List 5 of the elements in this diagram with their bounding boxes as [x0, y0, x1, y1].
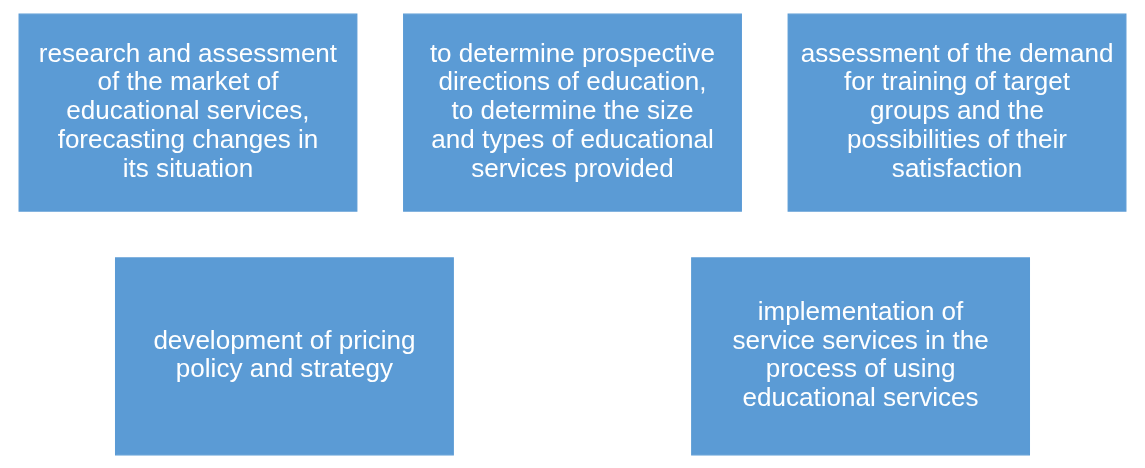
node-box: research and assessment of the market of educational services, forecasting changes in its situation: [18, 13, 358, 212]
node-box: assessment of the demand for training of target groups and the possibilities of their satisfaction: [787, 13, 1127, 212]
node-box: to determine prospective directions of education, to determine the size and types of educational services provided: [403, 13, 742, 212]
node-box: implementation of service services in the process of using educational services: [691, 256, 1030, 455]
node-box: development of pricing policy and strategy: [114, 256, 454, 455]
